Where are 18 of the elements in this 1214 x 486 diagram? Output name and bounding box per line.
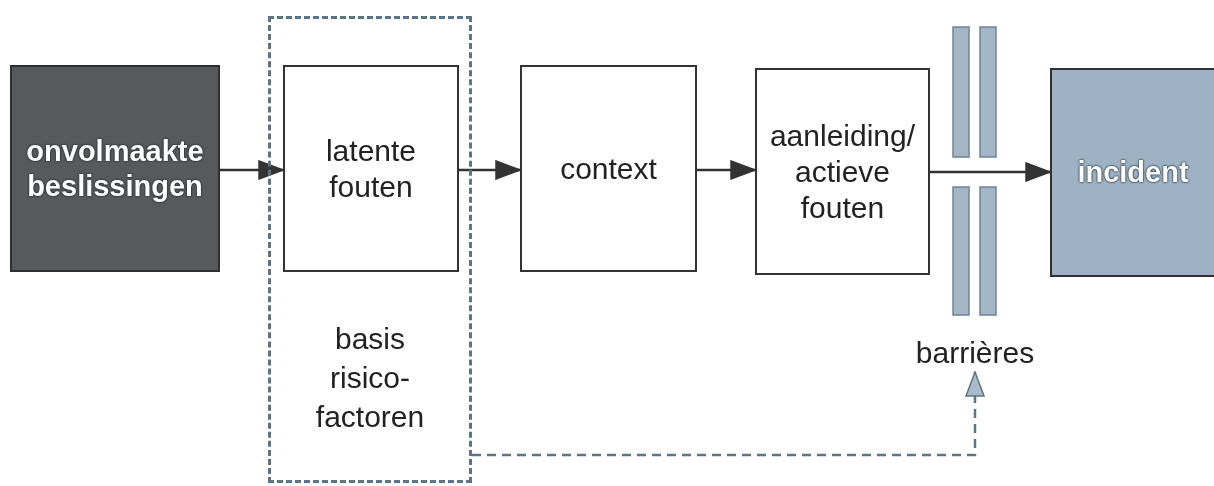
process-box xyxy=(10,65,220,272)
dashed-group-box xyxy=(268,16,472,483)
box-label: context xyxy=(560,150,657,187)
process-box xyxy=(283,65,459,272)
arrow xyxy=(220,160,284,180)
arrow xyxy=(459,160,521,180)
process-box xyxy=(755,68,930,275)
arrow xyxy=(697,160,756,180)
incident-box xyxy=(1050,68,1214,277)
barrier-label: barrières xyxy=(914,336,1036,370)
box-label: incident xyxy=(1077,155,1189,190)
arrow xyxy=(930,162,1051,182)
box-label: latente fouten xyxy=(324,132,418,205)
group-label: basis risico-factoren xyxy=(314,321,426,435)
process-box xyxy=(520,65,697,272)
box-label: onvolmaakte beslissingen xyxy=(25,133,205,204)
box-label: aanleiding/ actieve fouten xyxy=(768,117,917,226)
arrow xyxy=(472,371,985,457)
